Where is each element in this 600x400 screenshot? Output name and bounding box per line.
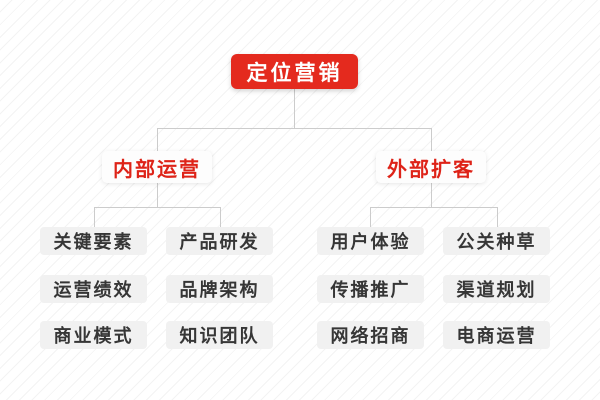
connector-main-horizontal (157, 128, 432, 129)
connector-right-col2-stub (497, 207, 498, 227)
leaf-node: 传播推广 (317, 275, 424, 303)
connector-right-horizontal (370, 207, 498, 208)
leaf-node: 运营绩效 (40, 275, 147, 303)
connector-branch-right-top (431, 128, 432, 151)
connector-left-branch-bottom (157, 183, 158, 207)
leaf-node: 关键要素 (40, 227, 147, 255)
leaf-node: 网络招商 (317, 321, 424, 349)
leaf-node: 商业模式 (40, 321, 147, 349)
branch-node-internal-operations: 内部运营 (102, 151, 212, 183)
connector-left-col2-stub (220, 207, 221, 227)
connector-branch-left-top (157, 128, 158, 151)
connector-right-branch-bottom (431, 183, 432, 207)
connector-left-col1-stub (94, 207, 95, 227)
root-node: 定位营销 (231, 54, 358, 89)
connector-root-vertical (294, 89, 295, 128)
leaf-node: 公关种草 (443, 227, 550, 255)
leaf-node: 产品研发 (166, 227, 273, 255)
leaf-node: 电商运营 (443, 321, 550, 349)
leaf-node: 知识团队 (166, 321, 273, 349)
connector-right-col1-stub (370, 207, 371, 227)
branch-node-external-acquisition: 外部扩客 (376, 151, 486, 183)
leaf-node: 渠道规划 (443, 275, 550, 303)
connector-left-horizontal (94, 207, 221, 208)
leaf-node: 用户体验 (317, 227, 424, 255)
leaf-node: 品牌架构 (166, 275, 273, 303)
